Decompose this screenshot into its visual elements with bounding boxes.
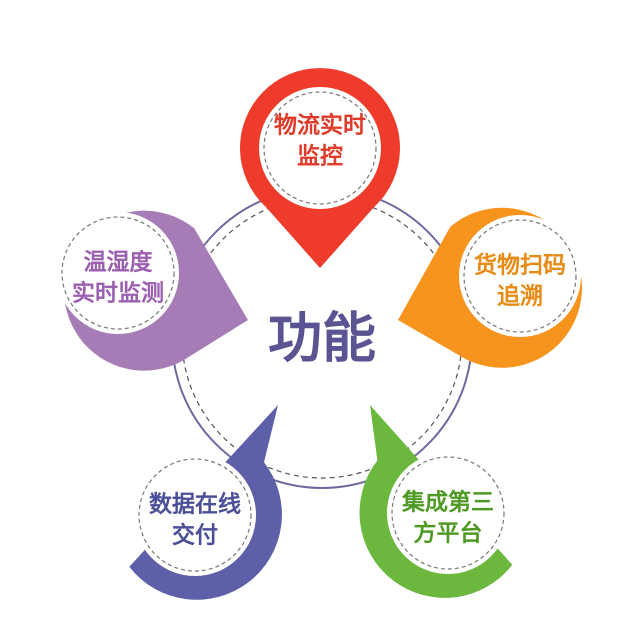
pin-label-line1: 温湿度 <box>84 249 154 276</box>
center-title: 功能 <box>268 307 376 370</box>
pin-label-line2: 实时监测 <box>72 280 164 307</box>
pin-label-line2: 交付 <box>172 522 218 549</box>
pin-dashed-circle <box>61 216 175 330</box>
pin-dashed-circle <box>463 219 577 333</box>
pin-inner-circle <box>259 87 381 209</box>
pin-inner-circle <box>134 454 256 576</box>
feature-pin-logistics-monitoring: 物流实时 监控 <box>239 68 400 268</box>
pin-inner-circle <box>387 452 509 574</box>
pin-label-line1: 货物扫码 <box>474 252 566 279</box>
pin-label-line1: 物流实时 <box>274 112 366 139</box>
feature-pin-temperature-humidity-monitoring: 温湿度 实时监测 <box>57 210 248 371</box>
pin-dashed-circle <box>391 456 505 570</box>
feature-pin-online-data-delivery: 数据在线 交付 <box>129 405 282 600</box>
feature-pin-third-party-integration: 集成第三 方平台 <box>359 405 513 598</box>
pin-dashed-circle <box>138 458 252 572</box>
feature-pin-cargo-scan-tracking: 货物扫码 追溯 <box>398 207 582 368</box>
pin-label-line1: 集成第三 <box>401 489 494 516</box>
pin-inner-circle <box>57 212 179 334</box>
pin-label-line2: 追溯 <box>497 283 543 310</box>
pin-dashed-circle <box>263 91 377 205</box>
pin-label-line1: 数据在线 <box>149 491 241 518</box>
pin-label-line2: 方平台 <box>414 520 483 547</box>
pin-inner-circle <box>459 215 581 337</box>
pin-label-line2: 监控 <box>297 143 343 170</box>
